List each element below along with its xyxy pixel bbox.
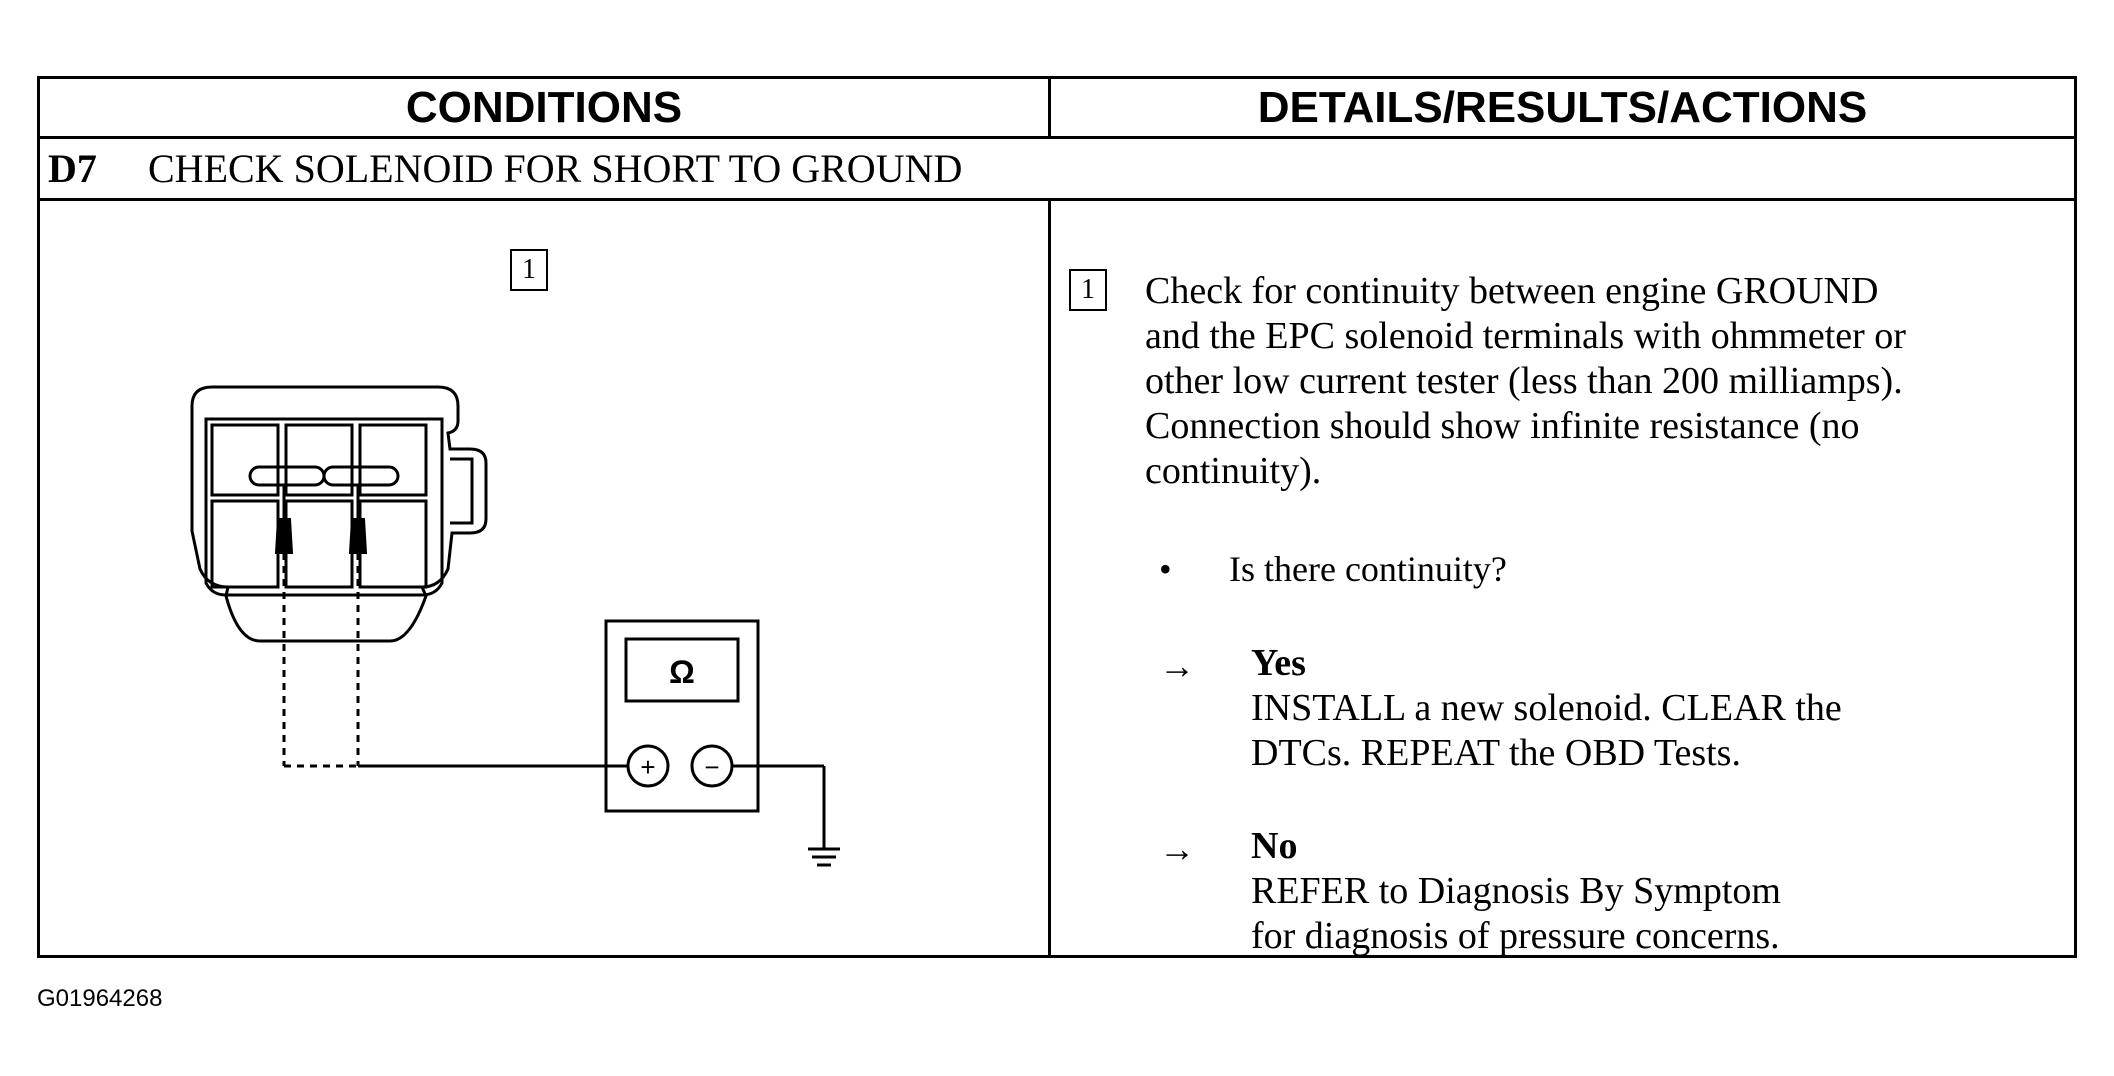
bullet-icon: • bbox=[1159, 549, 1172, 589]
instruction-text: Check for continuity between engine GROU… bbox=[1145, 269, 2045, 494]
no-arrow-icon: → bbox=[1159, 829, 1195, 869]
yes-action-line: DTCs. REPEAT the OBD Tests. bbox=[1251, 732, 1741, 774]
ohmmeter-icon bbox=[604, 619, 760, 813]
no-action-text: REFER to Diagnosis By Symptom for diagno… bbox=[1251, 869, 2051, 959]
question-row: • Is there continuity? bbox=[1159, 547, 1507, 592]
ohmmeter-test-diagram: Ω + − bbox=[190, 385, 840, 867]
details-callout: 1 bbox=[1069, 269, 1107, 311]
figure-id: G01964268 bbox=[37, 985, 163, 1012]
no-label: No bbox=[1251, 825, 1298, 867]
yes-action-text: INSTALL a new solenoid. CLEAR the DTCs. … bbox=[1251, 686, 2051, 776]
step-title: CHECK SOLENOID FOR SHORT TO GROUND bbox=[148, 146, 963, 191]
step-number: D7 bbox=[48, 146, 97, 191]
details-header: DETAILS/RESULTS/ACTIONS bbox=[1051, 79, 2074, 139]
procedure-table: CONDITIONS DETAILS/RESULTS/ACTIONS D7 CH… bbox=[37, 76, 2077, 958]
instruction-line: and the EPC solenoid terminals with ohmm… bbox=[1145, 315, 1906, 357]
yes-label: Yes bbox=[1251, 642, 1306, 684]
no-action-line: REFER to Diagnosis By Symptom bbox=[1251, 870, 1781, 912]
diagram-callout: 1 bbox=[510, 249, 548, 291]
conditions-cell: 1 bbox=[40, 201, 1051, 955]
instruction-line: Connection should show infinite resistan… bbox=[1145, 405, 1860, 447]
minus-terminal-symbol: − bbox=[704, 752, 719, 782]
instruction-line: other low current tester (less than 200 … bbox=[1145, 360, 1903, 402]
connector-icon bbox=[190, 385, 488, 643]
yes-arrow-icon: → bbox=[1159, 646, 1195, 686]
ohm-symbol: Ω bbox=[669, 654, 695, 690]
details-cell: 1 Check for continuity between engine GR… bbox=[1051, 201, 2074, 957]
instruction-line: continuity). bbox=[1145, 450, 1322, 492]
yes-action-line: INSTALL a new solenoid. CLEAR the bbox=[1251, 687, 1842, 729]
step-row: D7 CHECK SOLENOID FOR SHORT TO GROUND bbox=[40, 139, 2074, 201]
conditions-header: CONDITIONS bbox=[40, 79, 1051, 139]
test-probes bbox=[274, 485, 628, 768]
ground-symbol-icon bbox=[732, 764, 840, 867]
instruction-line: Check for continuity between engine GROU… bbox=[1145, 270, 1879, 312]
no-action-line: for diagnosis of pressure concerns. bbox=[1251, 915, 1780, 957]
plus-terminal-symbol: + bbox=[640, 752, 655, 782]
question-text: Is there continuity? bbox=[1229, 549, 1507, 589]
